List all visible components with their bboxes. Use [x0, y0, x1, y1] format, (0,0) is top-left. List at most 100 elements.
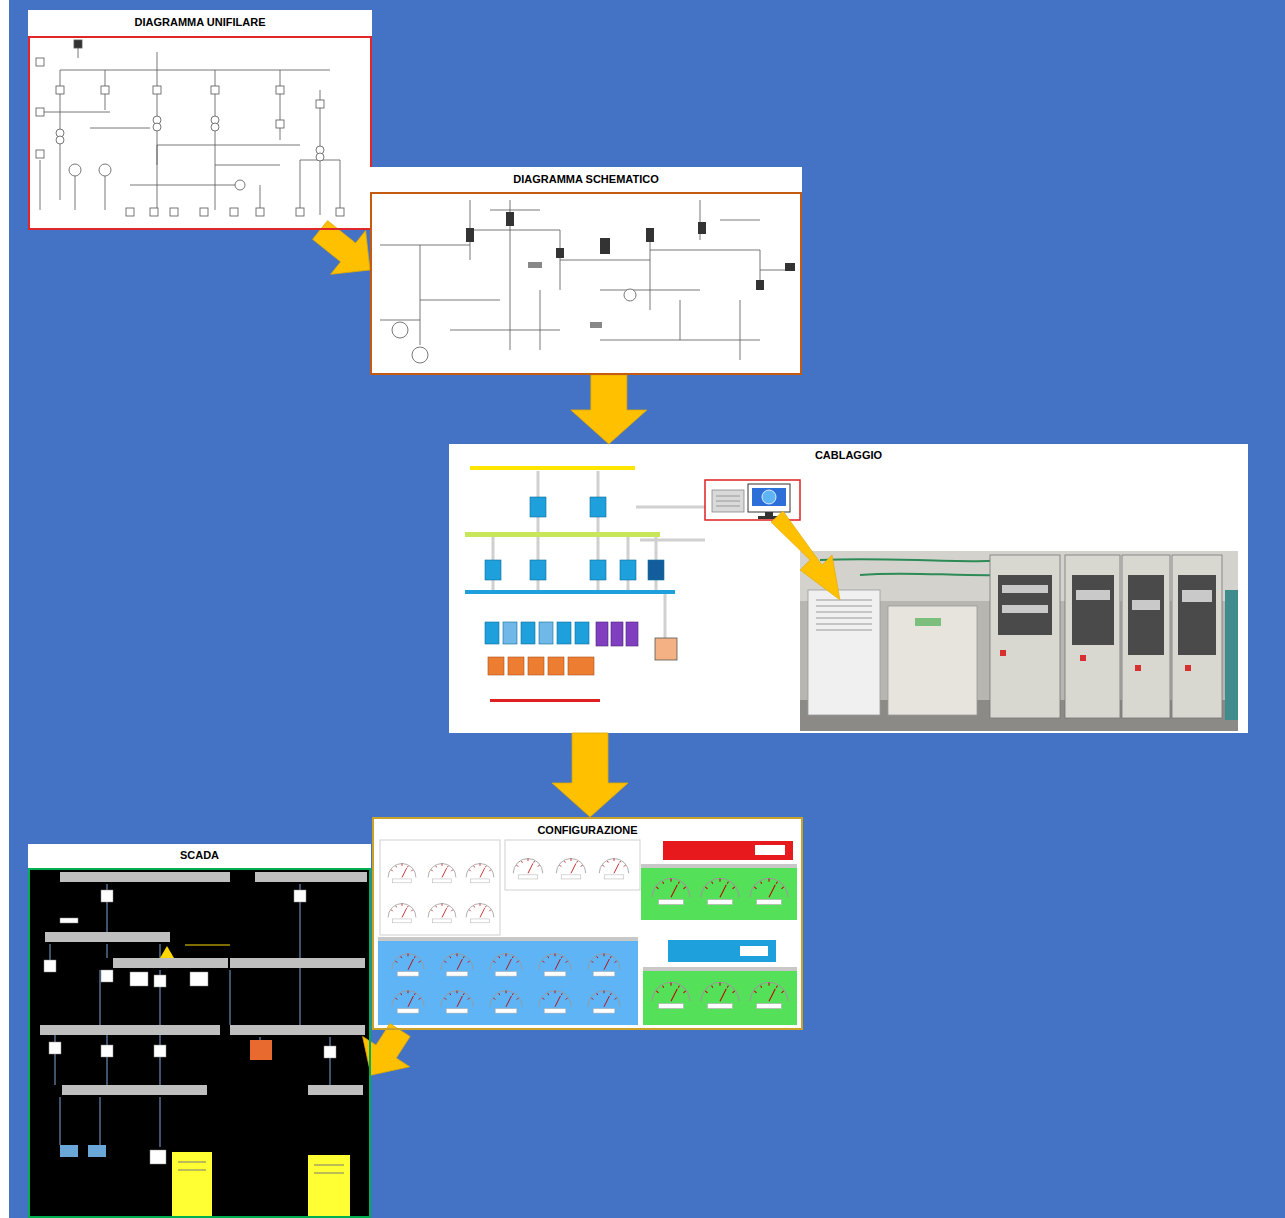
scada-screen [154, 1045, 166, 1057]
background [0, 0, 9, 1218]
single-line-drawing [36, 58, 44, 66]
scada-screen [60, 1145, 78, 1157]
schematic-drawing [624, 289, 636, 301]
wiring-drawing [752, 488, 786, 506]
panel-heading-strip: CONFIGURAZIONE [374, 819, 801, 837]
single-line-drawing [99, 164, 111, 176]
single-line-drawing [276, 120, 284, 128]
single-line-drawing [170, 208, 178, 216]
wiring-drawing [465, 590, 675, 594]
configuration-screen [466, 864, 494, 883]
panel-heading-strip: SCADA [28, 844, 371, 868]
wiring-drawing [539, 622, 553, 644]
configuration-screen [513, 859, 542, 879]
configuration-screen [668, 940, 776, 962]
wiring-drawing [1000, 650, 1006, 656]
scada-screen [178, 1162, 344, 1173]
wiring-drawing [488, 657, 594, 675]
wiring-drawing [485, 560, 501, 580]
wiring-drawing [503, 622, 517, 644]
single-line-drawing [74, 40, 82, 48]
configuration-screen [641, 864, 797, 868]
configuration-screen [441, 991, 473, 1014]
wiring-drawing [596, 622, 608, 646]
wiring-drawing [590, 560, 606, 580]
scada-screen [28, 868, 371, 1218]
panel-heading: CABLAGGIO [815, 449, 882, 462]
schematic-drawing [785, 263, 795, 271]
wiring-drawing [998, 575, 1052, 635]
wiring-drawing [449, 444, 1248, 733]
scada-screen [113, 958, 228, 968]
configuration-screen [643, 967, 797, 971]
wiring-drawing [655, 638, 677, 660]
configuration-screen [466, 904, 494, 923]
configuration-screen [641, 864, 797, 920]
schematic-drawing [556, 248, 564, 258]
scada-screen [255, 872, 367, 882]
process-panel: CONFIGURAZIONE [372, 817, 803, 1030]
wiring-drawing [1225, 590, 1238, 720]
scada-screen [101, 970, 113, 982]
single-line-drawing [40, 46, 340, 215]
single-line-drawing [276, 86, 284, 94]
wiring-drawing [1135, 665, 1141, 671]
wiring-drawing [548, 657, 564, 675]
process-panel: SCADA [28, 844, 371, 1218]
scada-screen [101, 890, 113, 902]
wiring-drawing [1000, 650, 1191, 671]
background [9, 0, 1285, 1218]
wiring-drawing [1172, 555, 1222, 718]
wiring-drawing [1122, 555, 1170, 718]
single-line-drawing [316, 153, 324, 161]
wiring-drawing [990, 555, 1222, 718]
configuration-screen [392, 954, 424, 977]
configuration-screen [652, 879, 690, 905]
configuration-screen [663, 841, 793, 860]
scada-screen [40, 1025, 220, 1035]
wiring-drawing [620, 560, 636, 580]
wiring-drawing [1185, 665, 1191, 671]
wiring-drawing [716, 496, 740, 506]
panel-heading-strip: CABLAGGIO [449, 444, 1248, 462]
configuration-screen [388, 864, 416, 883]
panel-heading-strip: DIAGRAMMA UNIFILARE [28, 10, 372, 36]
wiring-drawing [705, 480, 800, 520]
scada-screen [294, 890, 306, 902]
flow-arrow [552, 733, 628, 817]
configuration-screen [378, 937, 638, 941]
single-line-drawing [36, 150, 44, 158]
scada-screen [62, 1085, 207, 1095]
wiring-drawing [557, 622, 571, 644]
wiring-drawing [915, 618, 941, 626]
configuration-screen [490, 991, 522, 1014]
schematic-drawing [698, 222, 706, 234]
scada-screen [160, 946, 174, 958]
single-line-drawing [101, 86, 109, 94]
panel-heading-strip: DIAGRAMMA SCHEMATICO [370, 167, 802, 192]
scada-screen [45, 932, 170, 942]
configuration-screen [755, 845, 785, 855]
scada-screen [150, 1150, 166, 1164]
wiring-drawing [816, 600, 872, 630]
scada-screen [130, 972, 148, 986]
wiring-drawing [530, 560, 546, 580]
configuration-screen [505, 840, 640, 890]
schematic-drawing [590, 322, 602, 328]
configuration-screen [428, 864, 456, 883]
wiring-drawing [1002, 605, 1048, 613]
scada-screen [308, 1155, 350, 1218]
panel-heading: CONFIGURAZIONE [537, 824, 637, 837]
schematic-drawing [370, 192, 802, 375]
wiring-drawing [888, 606, 977, 715]
configuration-screen [372, 817, 803, 1030]
wiring-drawing [465, 532, 660, 537]
configuration-screen [556, 859, 585, 879]
configuration-screen [750, 983, 788, 1009]
single-line-drawing [200, 208, 208, 216]
single-line-drawing [235, 180, 245, 190]
schematic-drawing [528, 262, 542, 268]
configuration-screen [701, 879, 739, 905]
wiring-drawing [490, 699, 600, 702]
scada-screen [324, 1046, 336, 1058]
